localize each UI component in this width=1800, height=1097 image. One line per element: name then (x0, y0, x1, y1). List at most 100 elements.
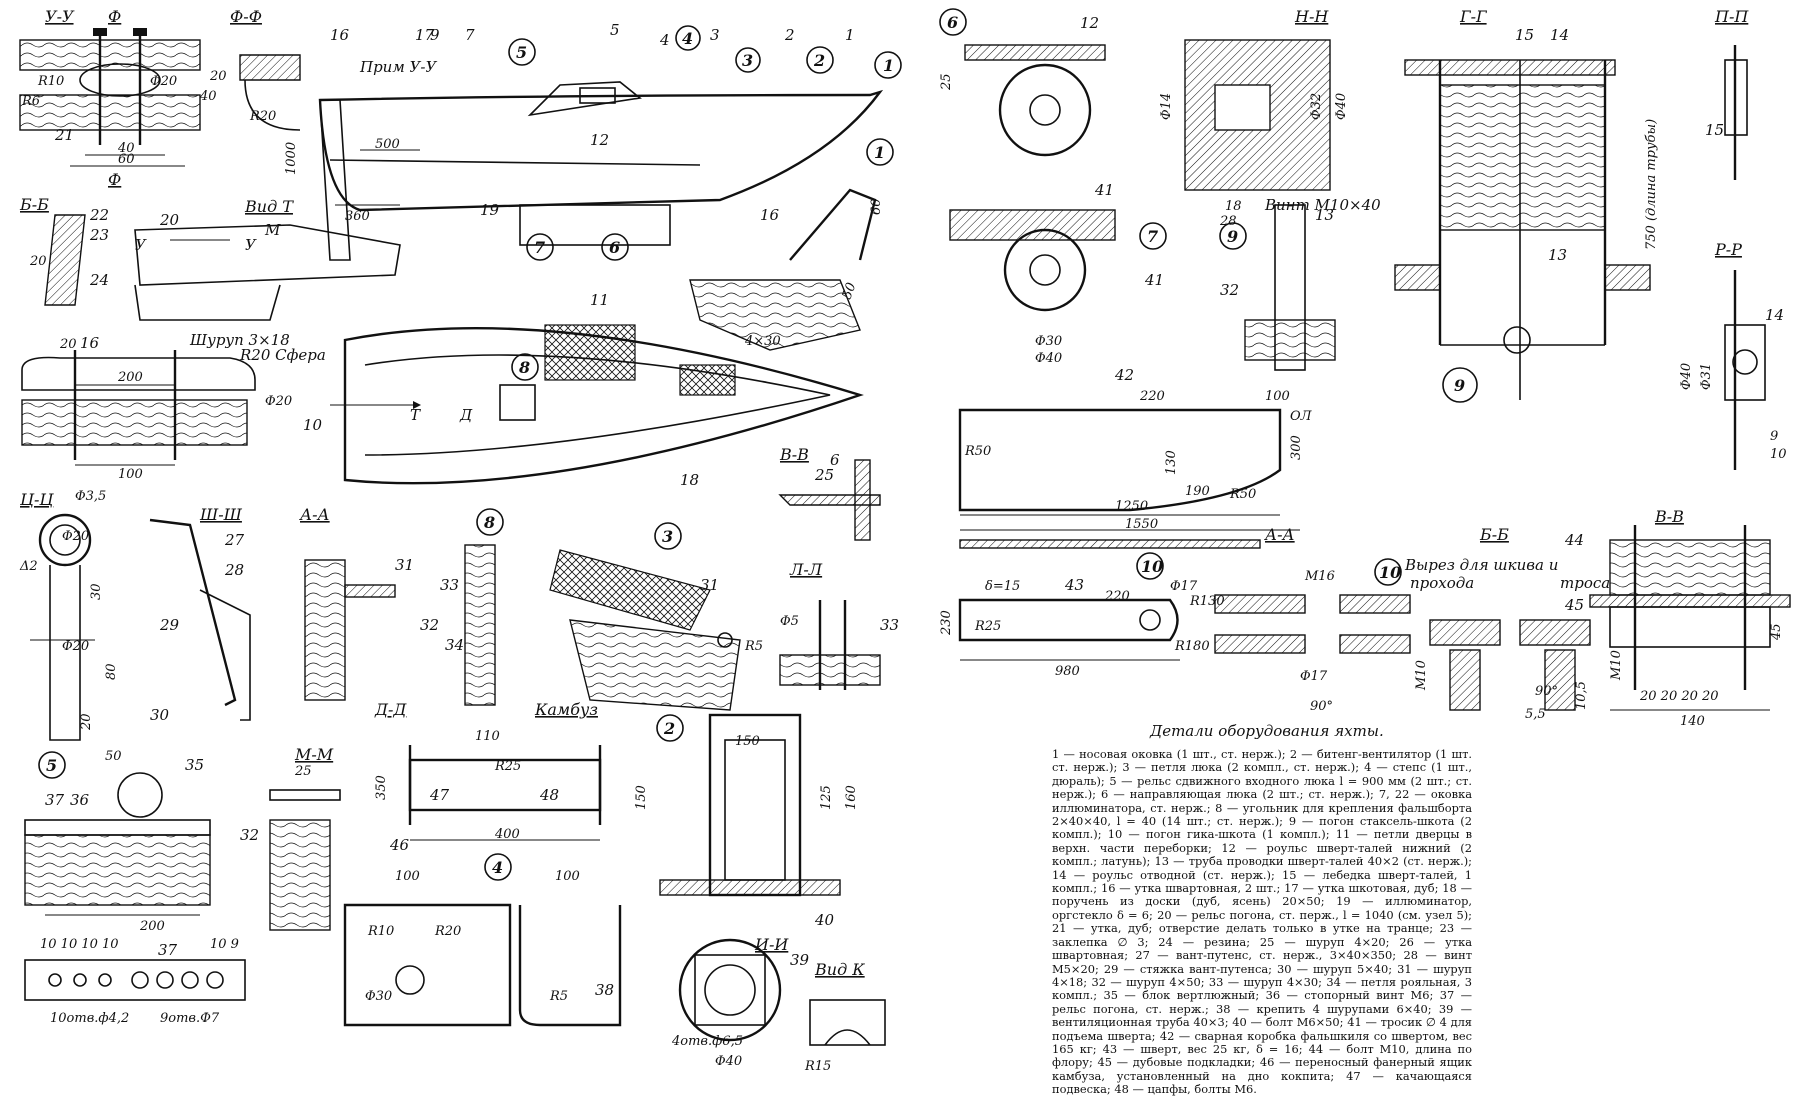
mark-u: У (135, 236, 147, 254)
detail-5: 5 50 200 37 36 35 (24, 749, 211, 934)
dim-125: 125 (819, 785, 834, 810)
callout-32: 32 (420, 616, 439, 634)
note-sfera: R20 Сфера (239, 346, 326, 364)
callout-33b: 33 (880, 616, 899, 634)
dim-phi40-n: Φ40 (1334, 93, 1349, 120)
callout-25: 25 (814, 466, 834, 484)
section-aa-small: А-А 31 32 (299, 505, 439, 701)
dim-200: 200 (117, 370, 143, 385)
circle-10a: 10 (1141, 557, 1163, 576)
mark-t: Т (410, 406, 421, 424)
detail-7: 7 Φ30 Φ40 41 (949, 209, 1167, 366)
dim-100-cb: 100 (1265, 389, 1290, 404)
callout-14: 14 (1550, 26, 1569, 44)
centerboard-box: 1250 1550 220 100 300 130 190 R50 R50 ОЛ… (958, 366, 1313, 549)
section-uu-title: У-У (45, 7, 75, 26)
section-vv2-title: В-В (1654, 507, 1684, 526)
detail-3: 3 31 R5 (549, 522, 763, 711)
note-trosa: троса (1560, 574, 1610, 592)
dim-60-d1: 60 (869, 198, 884, 215)
note-shurup: Шуруп 3×18 (189, 331, 290, 349)
dim-150: 150 (735, 734, 760, 749)
dim-220: 220 (1139, 389, 1165, 404)
centerboard: 10 δ=15 43 220 Φ17 R130 R180 R25 980 230 (939, 552, 1225, 679)
note-prokhoda: прохода (1410, 574, 1474, 592)
section-mark-f: Ф (108, 7, 121, 26)
callout-45: 45 (1564, 596, 1584, 614)
dim-r50b: R50 (1229, 487, 1256, 502)
section-bb: Б-Б 22 23 24 20 (19, 195, 109, 306)
dim-980: 980 (1055, 664, 1080, 679)
dim-phi17: Φ17 (1170, 579, 1198, 594)
callout-30: 30 (150, 706, 170, 724)
callout-33: 33 (440, 576, 459, 594)
dim-20-cleat: 20 (59, 337, 77, 352)
view-k-title: Вид К (814, 960, 865, 979)
dim-phi20-c: Φ20 (62, 529, 89, 544)
mark-u2: У (245, 236, 257, 254)
circle-9a: 9 (1227, 227, 1238, 246)
dim-20-ff: 20 (209, 69, 227, 84)
note-prim-uu: Прим У-У (359, 58, 437, 76)
circle-9b: 9 (1454, 376, 1465, 395)
callout-13: 13 (1315, 206, 1334, 224)
section-aa-right: А-А М16 10 Φ17 90° (1214, 525, 1411, 714)
callout-13b: 13 (1548, 246, 1567, 264)
dim-90deg: 90° (1310, 699, 1333, 714)
callout-29: 29 (159, 616, 180, 634)
note-4otv: 4отв.ф6,5 (671, 1034, 743, 1049)
dim-phi30-s: Φ30 (365, 989, 392, 1004)
dim-28: 28 (1219, 214, 1237, 229)
circle-2b: 2 (663, 719, 675, 738)
mark-m: М (264, 221, 281, 239)
callout-19: 19 (480, 201, 500, 219)
callout-15b: 15 (1705, 121, 1724, 139)
note-m10: М10 (1414, 660, 1429, 691)
dim-r5: R5 (744, 639, 763, 654)
callout-42: 42 (1114, 366, 1134, 384)
section-ii-title: И-И (754, 935, 789, 954)
callout-41: 41 (1094, 181, 1114, 199)
dim-50-t: 50 (105, 749, 122, 764)
dim-r25: R25 (494, 759, 521, 774)
dim-400: 400 (494, 827, 520, 842)
callout-14b: 14 (1765, 306, 1784, 324)
note-dlina-truby: 750 (длина трубы) (1644, 119, 1659, 250)
callout-35: 35 (185, 756, 204, 774)
dim-45: 45 (1769, 623, 1784, 641)
section-mm: М-М 25 32 (240, 745, 341, 931)
section-ff-title: Ф-Ф (230, 7, 262, 26)
detail-9: 9 13 32 (1219, 204, 1336, 371)
dim-1550: 1550 (1125, 517, 1158, 532)
callout-39: 39 (790, 951, 810, 969)
dim-220-b: 220 (1104, 589, 1130, 604)
circle-6b: 6 (947, 13, 958, 32)
dim-20-bb: 20 (29, 254, 47, 269)
dim-40: 40 (117, 141, 135, 156)
callout-18: 18 (680, 471, 699, 489)
dim-60: 60 (118, 152, 135, 167)
callout-10: 10 (303, 416, 323, 434)
dim-20-c: 20 (79, 713, 94, 731)
section-nn: Н-Н Φ14 Φ32 Φ40 18 28 Винт М10×40 (1159, 7, 1381, 229)
callout-16b: 16 (760, 206, 780, 224)
section-mm-title: М-М (294, 745, 334, 764)
dim-phi40-7: Φ40 (1035, 351, 1062, 366)
circle-3a: 3 (742, 51, 753, 70)
dim-10-r: 10 (1770, 447, 1787, 462)
dim-r15: R15 (804, 1059, 831, 1074)
view-k: Вид К R15 (804, 960, 886, 1074)
dim-phi30-7: Φ30 (1035, 334, 1062, 349)
section-vv-small: В-В 6 25 (778, 445, 881, 541)
section-gg: Г-Г 9 15 14 13 750 (длина трубы) (1394, 7, 1659, 403)
dim-110: 110 (475, 729, 500, 744)
dim-100-s: 100 (395, 869, 420, 884)
detail-1: 1 4×30 50 60 (689, 138, 894, 351)
dim-phi32: Φ32 (1309, 93, 1324, 120)
callout-31b: 31 (700, 576, 719, 594)
dim-4x30: 4×30 (744, 334, 781, 349)
dim-20s: 20 20 20 20 (1639, 689, 1719, 704)
dim-5-5: 5,5 (1525, 707, 1546, 722)
dim-delta2: Δ2 (19, 559, 38, 574)
